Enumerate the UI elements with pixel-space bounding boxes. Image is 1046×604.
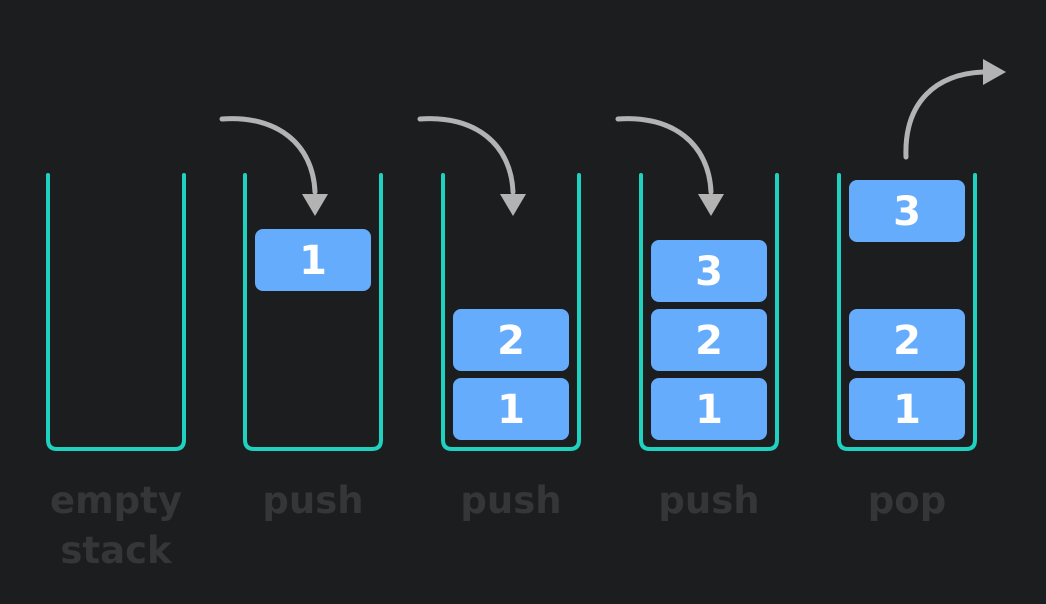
stack-block: 1 [849, 378, 965, 440]
stage-caption: empty [50, 479, 182, 522]
arrowhead-icon [302, 194, 328, 216]
stage-caption: push [262, 479, 363, 522]
arrowhead-icon [500, 194, 526, 216]
block-shape [651, 309, 767, 371]
stage-3: 1 2 push [417, 116, 581, 522]
stack-block: 1 [453, 378, 569, 440]
block-shape [453, 309, 569, 371]
stage-caption: pop [868, 479, 946, 522]
stack-block: 2 [651, 309, 767, 371]
block-label: 1 [695, 387, 723, 433]
stack-block: 3 [651, 240, 767, 302]
block-label: 1 [299, 238, 327, 284]
arrowhead-icon [698, 194, 724, 216]
block-label: 2 [893, 318, 921, 364]
block-label: 2 [695, 318, 723, 364]
stack-block: 2 [849, 309, 965, 371]
stage-caption: stack [60, 529, 173, 572]
block-label: 1 [893, 387, 921, 433]
arrow-curve [219, 116, 318, 195]
arrow-curve [417, 116, 516, 195]
push-arrow [615, 116, 724, 216]
block-shape [651, 378, 767, 440]
stage-2: 1 push [219, 116, 383, 522]
stage-1: empty stack [46, 173, 186, 572]
stack-container [639, 173, 779, 451]
stack-container [837, 173, 977, 451]
block-shape [255, 229, 371, 291]
stack-block: 1 [651, 378, 767, 440]
stage-4: 1 2 3 push [615, 116, 779, 522]
stack-container [243, 173, 383, 451]
stack-container [46, 173, 186, 451]
arrowhead-icon [983, 59, 1006, 85]
block-label: 1 [497, 387, 525, 433]
block-label: 2 [497, 318, 525, 364]
arrow-curve [903, 69, 986, 160]
block-shape [453, 378, 569, 440]
block-label: 3 [695, 249, 723, 295]
block-shape [849, 309, 965, 371]
arrow-curve [615, 116, 714, 195]
block-shape [849, 378, 965, 440]
push-arrow [219, 116, 328, 216]
block-shape [849, 180, 965, 242]
block-label: 3 [893, 189, 921, 235]
pop-arrow [903, 59, 1006, 160]
stage-caption: push [460, 479, 561, 522]
stage-caption: push [658, 479, 759, 522]
stage-5: 1 2 3 pop [837, 59, 1006, 522]
stack-block: 1 [255, 229, 371, 291]
push-arrow [417, 116, 526, 216]
stack-block: 2 [453, 309, 569, 371]
block-shape [651, 240, 767, 302]
stack-block: 3 [849, 180, 965, 242]
stack-container [441, 173, 581, 451]
